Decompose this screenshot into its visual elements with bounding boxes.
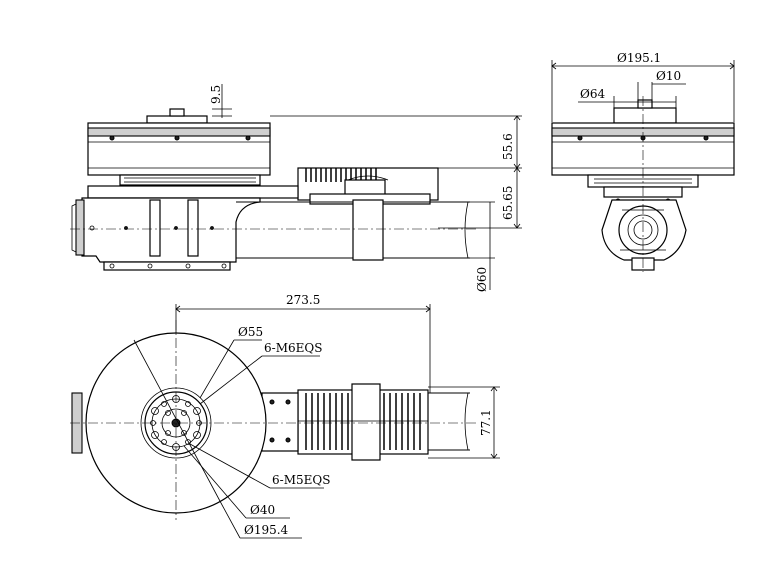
top-view-dimensions bbox=[175, 304, 500, 459]
dim-shaft-diameter: Ø10 bbox=[656, 69, 681, 83]
dim-hub-diameter: Ø64 bbox=[580, 87, 605, 101]
label-outer-circle: Ø195.4 bbox=[244, 523, 289, 537]
front-hub-cap bbox=[613, 107, 677, 124]
dim-outer-diameter: Ø195.1 bbox=[617, 51, 661, 65]
dim-top-offset: 9.5 bbox=[209, 85, 223, 104]
dim-tube-diameter: Ø60 bbox=[475, 267, 489, 292]
motor-base-ring bbox=[119, 174, 261, 186]
tube-clamp bbox=[352, 199, 384, 261]
top-view-leaders bbox=[133, 339, 324, 539]
front-view: Ø195.1 Ø10 Ø64 bbox=[551, 51, 735, 272]
label-inner-circle: Ø55 bbox=[238, 325, 263, 339]
front-view-dimensions bbox=[551, 60, 735, 122]
top-view: 273.5 77.1 Ø55 6-M6EQS 6-M5EQS Ø40 Ø195.… bbox=[70, 293, 500, 539]
arm-mount-body bbox=[81, 197, 261, 263]
motor-bell-band bbox=[87, 127, 271, 137]
label-bolt-circle: Ø40 bbox=[250, 503, 275, 517]
dim-motor-height: 55.6 bbox=[501, 133, 515, 160]
dim-width: 77.1 bbox=[479, 409, 493, 436]
motor-shaft-top bbox=[169, 108, 185, 117]
esc-top-fins bbox=[305, 393, 421, 450]
label-m5-holes: 6-M5EQS bbox=[272, 473, 330, 487]
arm-upper-rail bbox=[87, 185, 299, 199]
dim-length: 273.5 bbox=[286, 293, 320, 307]
side-view: 9.5 55.6 65.65 Ø60 bbox=[70, 84, 522, 292]
dim-arm-height: 65.65 bbox=[501, 186, 515, 220]
motor-top-cap bbox=[146, 115, 208, 124]
label-m6-holes: 6-M6EQS bbox=[264, 341, 322, 355]
side-view-dimensions bbox=[212, 84, 522, 290]
